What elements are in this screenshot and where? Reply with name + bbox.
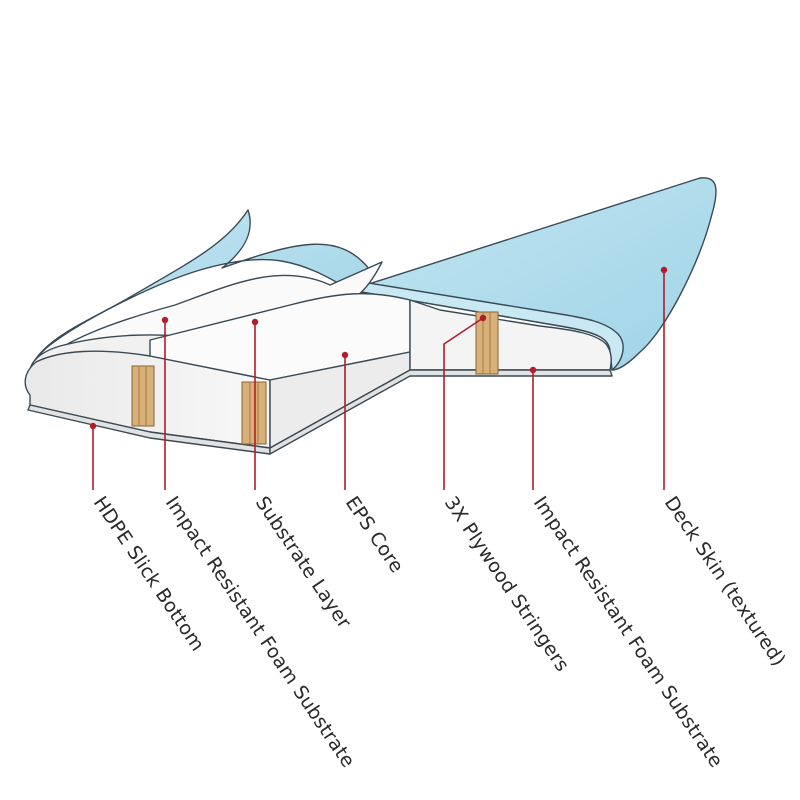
label-deck-skin: Deck Skin (textured): [660, 492, 790, 670]
plywood-stringer-1: [131, 365, 155, 427]
peeled-deck-skin-shape: [29, 209, 371, 371]
leader-impact-foam-right: [529, 366, 537, 490]
label-eps-core: EPS Core: [341, 492, 408, 577]
plywood-stringer-3: [475, 311, 499, 375]
plywood-stringer-2: [241, 381, 267, 445]
deck-rail-shape: [349, 279, 624, 371]
board-illustration: [24, 177, 717, 455]
right-bottom-layer: [269, 369, 613, 455]
leader-lines: [89, 266, 668, 490]
leader-substrate-layer: [251, 318, 259, 490]
callout-labels: HDPE Slick Bottom Impact Resistant Foam …: [89, 492, 790, 771]
leader-deck-skin: [660, 266, 668, 490]
leader-impact-foam-left: [161, 316, 169, 490]
label-substrate-layer: Substrate Layer: [251, 492, 355, 632]
center-core-surface: [409, 299, 612, 371]
leader-hdpe-slick-bottom: [89, 422, 97, 490]
leader-eps-core: [341, 351, 349, 490]
leader-plywood-stringers: [443, 314, 487, 490]
